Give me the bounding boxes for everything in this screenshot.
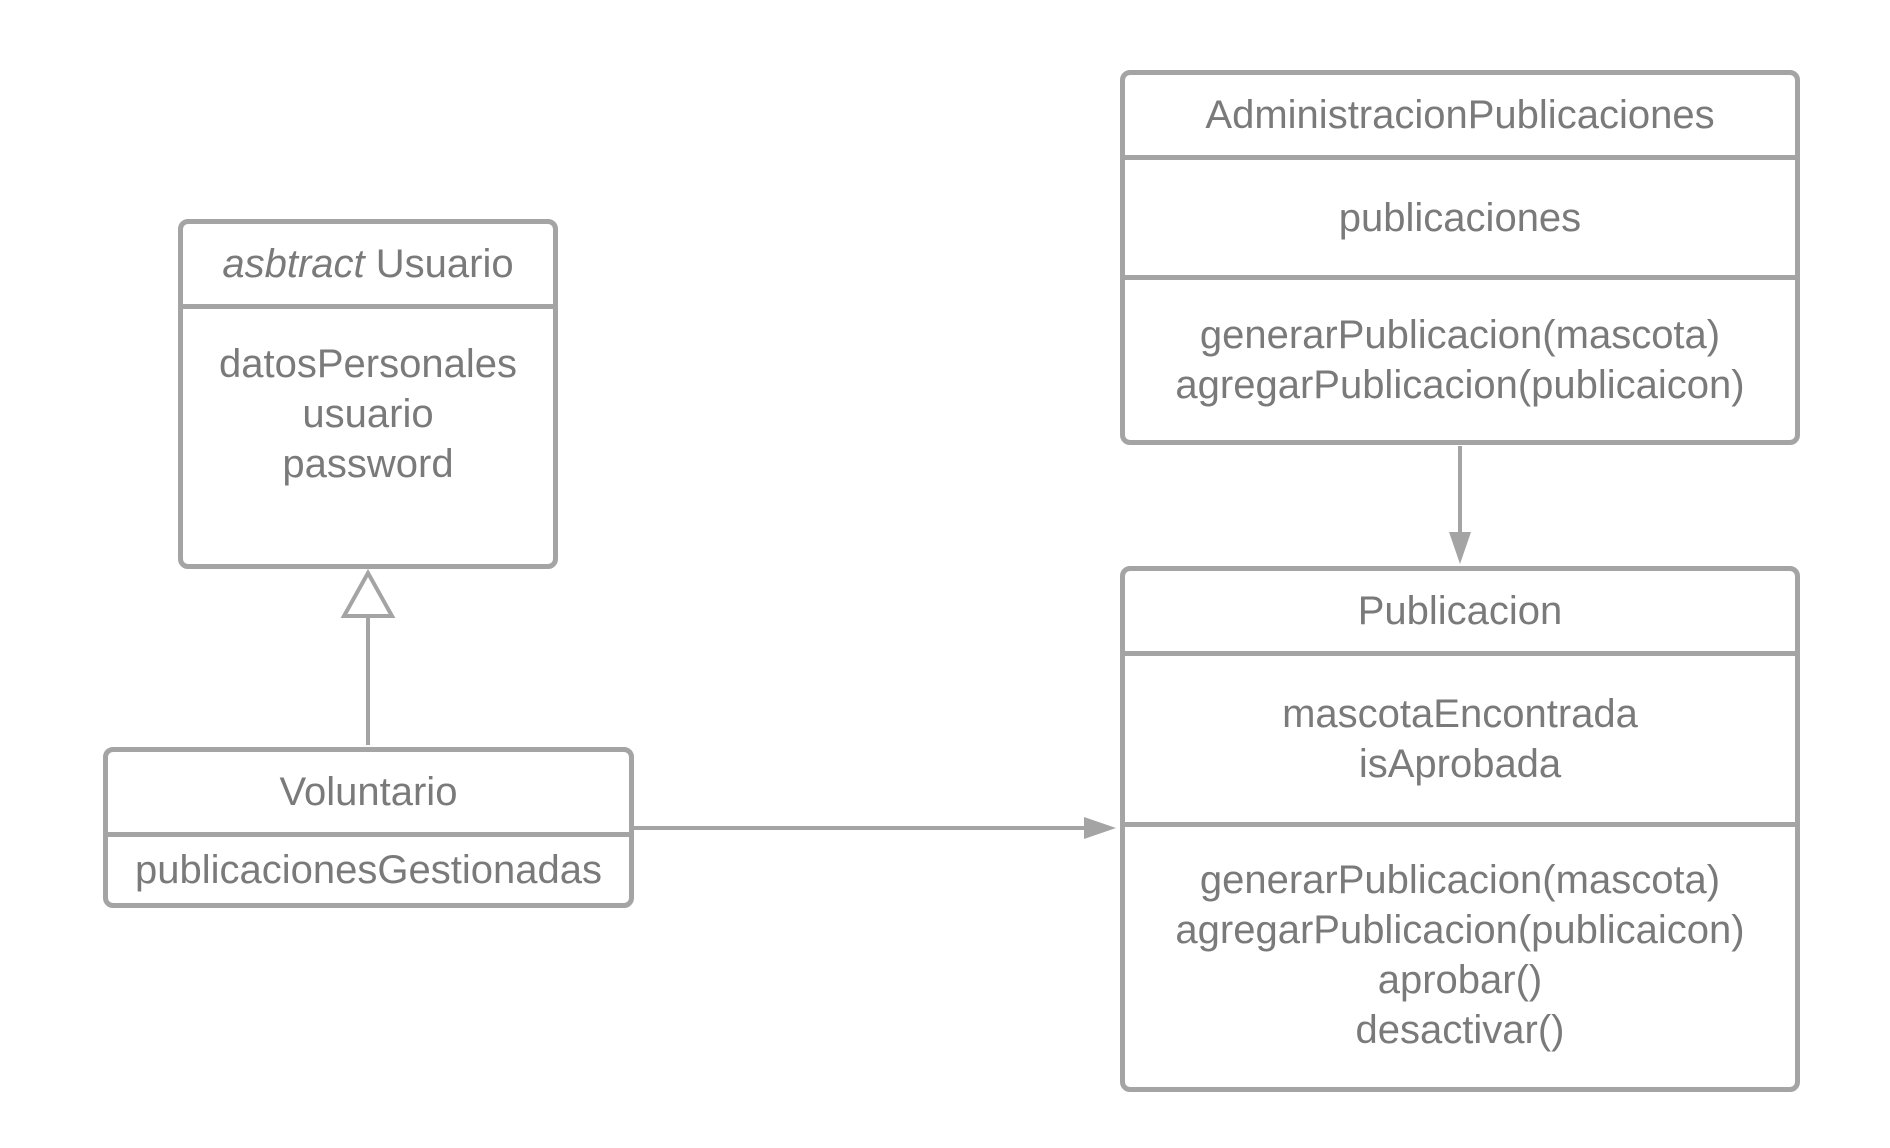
method: desactivar() — [1355, 1008, 1565, 1052]
class-administracion-publicaciones-methods: generarPublicacion(mascota) agregarPubli… — [1125, 275, 1795, 440]
method: generarPublicacion(mascota) — [1199, 313, 1721, 357]
class-usuario-name: Usuario — [375, 242, 514, 286]
class-publicacion-attributes: mascotaEncontrada isAprobada — [1125, 651, 1795, 822]
association-arrowhead — [1449, 532, 1471, 564]
attribute: publicacionesGestionadas — [135, 848, 602, 892]
class-usuario-header: asbtract Usuario — [183, 224, 553, 304]
class-usuario-title: asbtract Usuario — [222, 239, 513, 289]
association-voluntario-publicacion — [632, 817, 1116, 839]
class-voluntario-name: Voluntario — [279, 770, 458, 814]
class-publicacion-methods: generarPublicacion(mascota) agregarPubli… — [1125, 822, 1795, 1087]
class-voluntario-attributes: publicacionesGestionadas — [108, 832, 629, 903]
attribute: isAprobada — [1358, 742, 1562, 786]
attribute: password — [282, 442, 454, 486]
association-arrowhead — [1084, 817, 1116, 839]
method: agregarPublicacion(publicaicon) — [1175, 363, 1745, 407]
generalization-voluntario-usuario — [340, 568, 396, 745]
class-administracion-publicaciones[interactable]: AdministracionPublicaciones publicacione… — [1120, 70, 1800, 445]
class-publicacion-name: Publicacion — [1357, 589, 1563, 633]
method: generarPublicacion(mascota) — [1199, 858, 1721, 902]
class-usuario[interactable]: asbtract Usuario datosPersonales usuario… — [178, 219, 558, 569]
class-administracion-publicaciones-name: AdministracionPublicaciones — [1205, 93, 1715, 137]
attribute: usuario — [302, 392, 434, 436]
class-publicacion-header: Publicacion — [1125, 571, 1795, 651]
class-administracion-publicaciones-header: AdministracionPublicaciones — [1125, 75, 1795, 155]
attribute: mascotaEncontrada — [1282, 692, 1638, 736]
class-voluntario[interactable]: Voluntario publicacionesGestionadas — [103, 747, 634, 908]
class-usuario-stereotype: asbtract — [222, 242, 365, 286]
class-administracion-publicaciones-attributes: publicaciones — [1125, 155, 1795, 275]
method: aprobar() — [1377, 958, 1543, 1002]
generalization-triangle-arrowhead — [340, 568, 396, 618]
attribute: datosPersonales — [219, 342, 517, 386]
class-publicacion[interactable]: Publicacion mascotaEncontrada isAprobada… — [1120, 566, 1800, 1092]
class-usuario-attributes: datosPersonales usuario password — [183, 304, 553, 564]
association-administracion-publicacion — [1449, 446, 1471, 564]
method: agregarPublicacion(publicaicon) — [1175, 908, 1745, 952]
attribute: publicaciones — [1338, 195, 1582, 240]
class-voluntario-header: Voluntario — [108, 752, 629, 832]
